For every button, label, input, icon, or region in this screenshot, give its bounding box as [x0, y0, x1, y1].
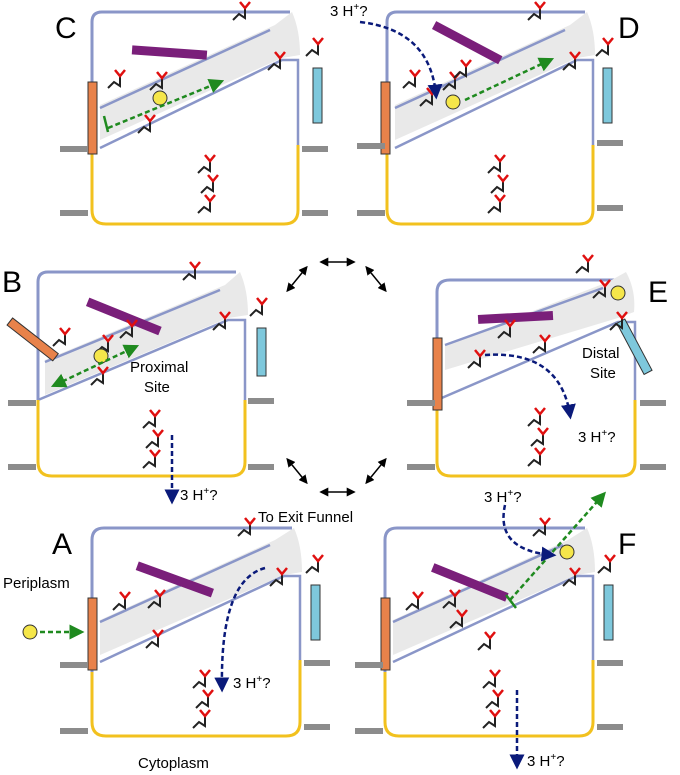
- substrate: [559, 544, 575, 560]
- exit-gate: [310, 584, 321, 641]
- exit-gate: [602, 67, 613, 124]
- cytoplasm-label: Cytoplasm: [138, 755, 209, 772]
- lipid: [60, 146, 88, 152]
- distal-site-label: Distal: [582, 345, 620, 362]
- panel-letter: F: [618, 528, 636, 561]
- lateral-gate: [432, 337, 443, 411]
- lateral-gate: [380, 81, 391, 155]
- panel-letter: C: [55, 12, 77, 45]
- proton-arrow: [502, 504, 557, 562]
- panel-letter: E: [648, 276, 668, 309]
- lateral-gate: [380, 597, 391, 671]
- membrane-boundary-bottom: [90, 145, 300, 226]
- substrate: [445, 94, 461, 110]
- proton-arrow: [359, 20, 443, 100]
- proton-label: 3 H+?: [527, 752, 565, 770]
- helix: [135, 561, 214, 598]
- lipid: [302, 146, 328, 152]
- exit-gate: [256, 327, 267, 377]
- exit-gate: [312, 67, 323, 124]
- lateral-gate: [87, 597, 98, 671]
- proton-arrow: [484, 353, 576, 420]
- proton-label: 3 H+?: [578, 428, 616, 446]
- proximal-site-label: Site: [144, 379, 170, 396]
- proton-arrow: [214, 566, 266, 693]
- helix: [431, 563, 509, 602]
- substrate-path-arrow: [509, 491, 606, 601]
- panel-b: 3 H+? Proximal Site B: [2, 260, 274, 505]
- panel-letter: B: [2, 266, 22, 299]
- proton-label: 3 H+?: [484, 488, 522, 506]
- panel-c: C: [55, 0, 328, 226]
- panel-a: 3 H+? Periplasm Cytoplasm A: [3, 516, 330, 772]
- channel: [100, 12, 300, 140]
- lateral-gate: [87, 81, 98, 155]
- panel-d: 3 H+? D: [330, 0, 640, 226]
- substrate: [22, 624, 38, 640]
- helix: [131, 45, 208, 60]
- proton-label: 3 H+?: [330, 2, 368, 20]
- substrate: [152, 90, 168, 106]
- lipid: [60, 210, 88, 216]
- lipid: [302, 210, 328, 216]
- proton-label: 3 H+?: [180, 486, 218, 504]
- periplasm-label: Periplasm: [3, 575, 70, 592]
- panel-e: 3 H+? Distal Site E: [407, 253, 668, 478]
- substrate-path-arrow: [107, 79, 225, 130]
- exit-gate: [603, 584, 614, 641]
- panel-letter: A: [52, 528, 72, 561]
- substrate: [610, 285, 626, 301]
- proximal-site-label: Proximal: [130, 359, 188, 376]
- lateral-gate: [6, 317, 60, 362]
- proton-label: 3 H+?: [233, 674, 271, 692]
- helix: [85, 297, 162, 336]
- exit-funnel-label: To Exit Funnel: [258, 509, 353, 526]
- substrate-path-arrow: [50, 344, 140, 388]
- exit-gate: [616, 318, 653, 376]
- helix: [477, 311, 554, 324]
- panel-letter: D: [618, 12, 640, 45]
- membrane-boundary-top: [90, 10, 290, 150]
- helix: [431, 21, 503, 65]
- distal-site-label: Site: [590, 365, 616, 382]
- cycle-arrows: [286, 257, 387, 497]
- panel-f: 3 H+? 3 H+? F: [355, 488, 636, 770]
